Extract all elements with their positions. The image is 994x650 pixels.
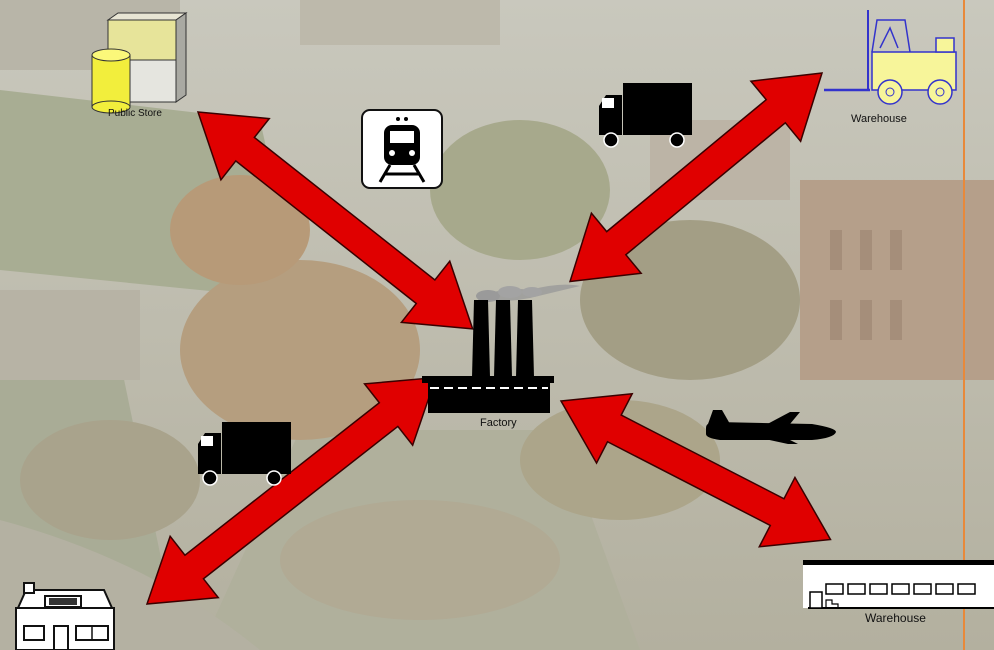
public-store-icon: [92, 13, 186, 113]
truck-icon: [599, 83, 692, 147]
arrow-factory-warehouse-bottom: [543, 366, 848, 574]
warehouse-top-label: Warehouse: [851, 113, 907, 125]
house-icon: [16, 583, 114, 650]
factory-label: Factory: [480, 417, 517, 429]
warehouse-icon: [803, 560, 994, 608]
forklift-icon: [824, 10, 956, 104]
arrow-house-factory: [123, 347, 460, 635]
airplane-icon: [706, 410, 836, 444]
train-icon: [362, 110, 442, 188]
public-store-label: Public Store: [108, 108, 162, 119]
truck-icon: [198, 422, 291, 485]
arrow-public-store-factory: [174, 81, 497, 359]
warehouse-bottom-label: Warehouse: [865, 611, 926, 625]
arrow-warehouse-top-factory: [545, 43, 847, 312]
